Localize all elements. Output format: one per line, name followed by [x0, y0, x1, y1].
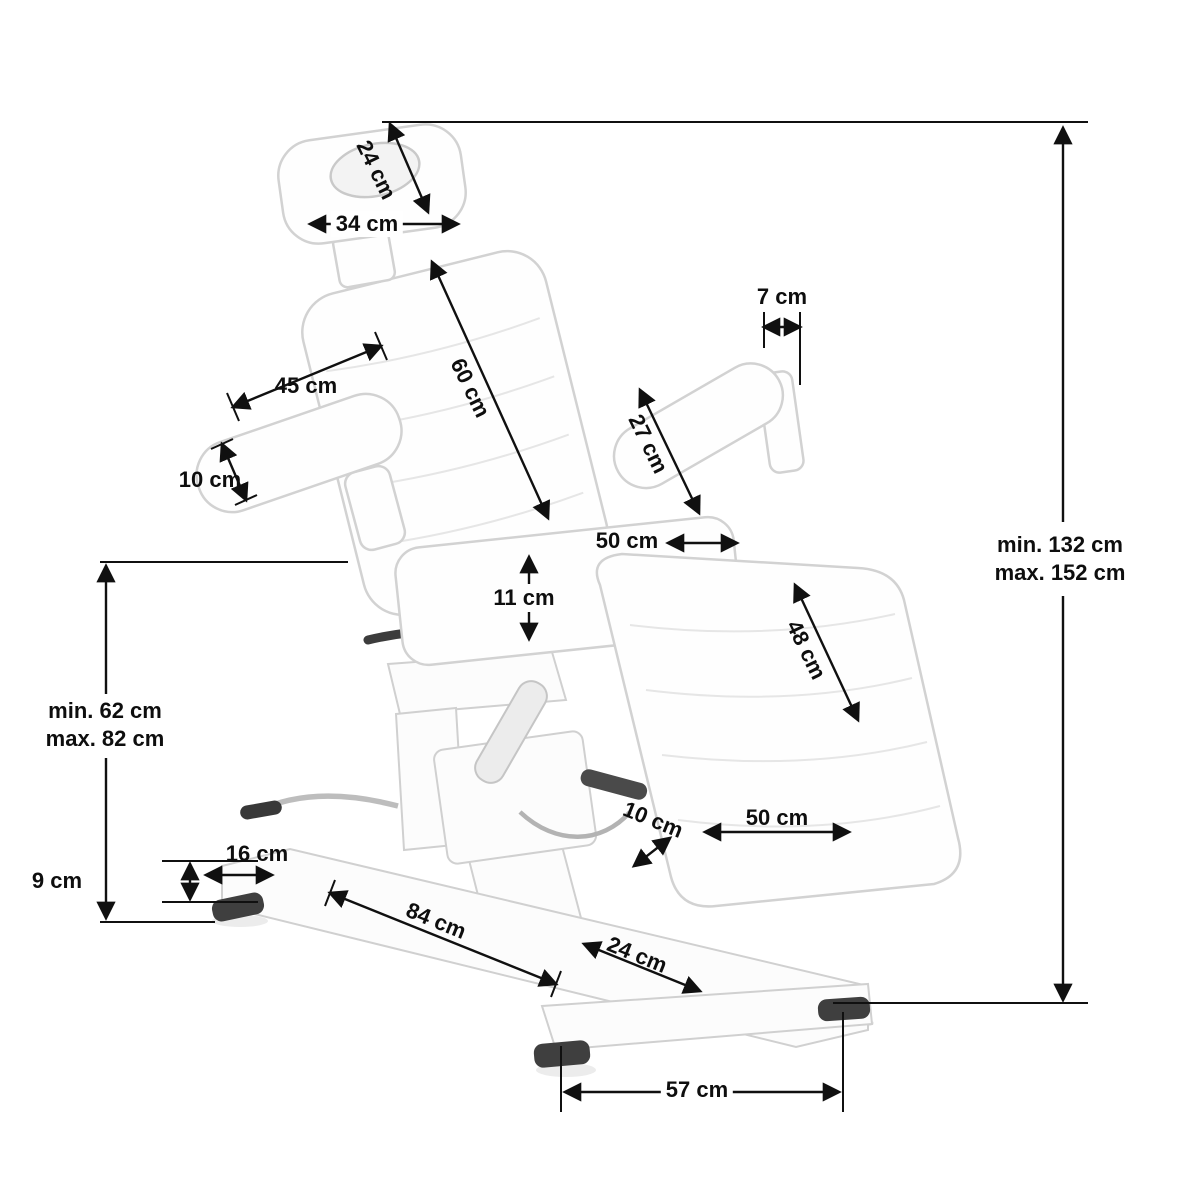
legrest-pad [595, 552, 962, 908]
dim-arrow-armrest-thickness [210, 438, 258, 506]
dim-label-seat-height-min: min. 62 cm [48, 698, 162, 723]
dim-label-base-height: 9 cm [31, 868, 83, 893]
dim-arrow-base-height [162, 860, 258, 903]
dim-label-seat-thickness: 11 cm [493, 585, 555, 610]
dim-label-base-foot-depth: 16 cm [225, 841, 289, 866]
dim-arrow-seat-height [96, 561, 348, 923]
dimension-lines [96, 121, 1088, 1112]
dim-label-overall-height-min: min. 132 cm [997, 532, 1123, 557]
dim-label-armrest-length-left: 45 cm [274, 373, 338, 398]
dim-label-overall-height: min. 132 cm max. 152 cm [985, 531, 1135, 587]
adjustment-mechanism [240, 626, 648, 865]
dim-arrow-legrest-length [793, 582, 860, 723]
dim-label-overall-height-max: max. 152 cm [994, 560, 1126, 585]
dim-label-seat-width: 50 cm [595, 528, 659, 553]
dim-label-armrest-width: 7 cm [756, 284, 808, 309]
dim-label-seat-height: min. 62 cm max. 82 cm [30, 697, 180, 753]
legrest-seam [645, 677, 913, 698]
dim-arrow-base-length [324, 879, 562, 998]
dim-arrow-backrest-length [429, 259, 551, 521]
dim-arrow-armrest-width [761, 312, 803, 385]
legrest-cushion [595, 552, 962, 908]
legrest-seam [661, 741, 928, 763]
dim-arrow-legrest-thickness [631, 836, 673, 868]
chair-illustration [195, 123, 962, 1077]
dim-arrow-armrest-length-left [226, 331, 388, 422]
foot-left [211, 892, 265, 922]
dim-label-headrest-width: 34 cm [330, 211, 404, 237]
dim-label-armrest-thickness: 10 cm [178, 467, 242, 492]
handle-bar [518, 810, 632, 839]
dim-label-feet-span: 57 cm [660, 1077, 734, 1103]
legrest-seam [629, 613, 896, 633]
dim-label-legrest-width: 50 cm [745, 805, 809, 830]
base-cross-beam [540, 982, 874, 1052]
dim-arrow-base-width [581, 941, 703, 994]
hydraulic-cylinder [474, 680, 548, 784]
dim-arrow-armrest-length-right [638, 387, 701, 516]
adjustment-handle-right [580, 769, 648, 800]
dim-label-seat-height-max: max. 82 cm [45, 726, 165, 751]
dim-arrow-overall-height [382, 121, 1088, 1004]
lever-grip [240, 800, 282, 820]
dim-arrow-headrest-depth [387, 121, 431, 215]
